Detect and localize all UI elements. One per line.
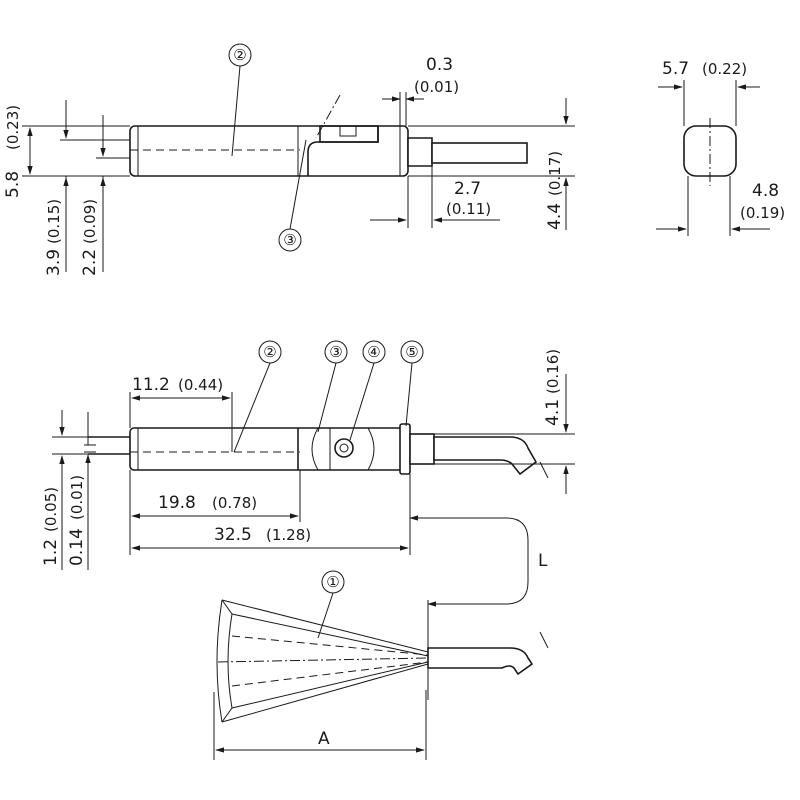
top-dim-3-9-in: (0.15) [45, 199, 63, 244]
top-cable [431, 142, 528, 164]
side-clamp-screw [334, 438, 354, 458]
side-dim-1-2-mm: 1.2 [41, 539, 61, 566]
side-callout-4: ④ [367, 343, 380, 361]
detection-cable [427, 647, 534, 676]
side-dim-11-2-in: (0.44) [178, 376, 223, 394]
top-dim-2-7-in: (0.11) [446, 200, 491, 218]
top-dim-5-8-mm: 5.8 [3, 171, 23, 198]
side-dim-4-1-in: (0.16) [544, 349, 562, 394]
top-dim-0-3-in: (0.01) [414, 78, 459, 96]
top-dim-2-2-in: (0.09) [81, 199, 99, 244]
side-sensor-housing [129, 427, 409, 471]
side-dim-0-14-mm: 0.14 [67, 528, 87, 566]
top-dim-4-4-mm: 4.4 [545, 203, 565, 230]
top-dim-2-2-mm: 2.2 [80, 249, 100, 276]
top-callout-2: ② [233, 46, 246, 64]
end-dim-5-7-mm: 5.7 [662, 59, 689, 79]
top-strain-relief [407, 137, 433, 167]
side-dim-19-8-in: (0.78) [212, 494, 257, 512]
side-dim-19-8-mm: 19.8 [158, 493, 196, 513]
detection-beam-cone [221, 599, 429, 657]
end-view: 5.7 (0.22) 4.8 (0.19) [656, 59, 785, 236]
end-dim-4-8-in: (0.19) [740, 204, 785, 222]
end-dim-4-8-mm: 4.8 [752, 181, 779, 201]
top-callout-3: ③ [283, 231, 296, 249]
side-cable-nut [399, 423, 411, 475]
top-sensor-housing [129, 125, 409, 177]
top-dim-2-7-mm: 2.7 [454, 179, 481, 199]
end-dim-5-7-in: (0.22) [702, 60, 747, 78]
top-view: ② ③ 0.3 (0.01) 5.8 (0.23) 3.9 (0.15) 2.2… [3, 43, 575, 276]
side-cable [433, 436, 538, 476]
top-dim-3-9-mm: 3.9 [44, 249, 64, 276]
side-dim-4-1-mm: 4.1 [543, 399, 563, 426]
side-dim-32-5-mm: 32.5 [214, 525, 252, 545]
detection-callout-1: ① [326, 573, 339, 591]
side-dim-1-2-in: (0.05) [42, 487, 60, 532]
cable-length-label: L [538, 551, 548, 571]
side-dim-11-2-mm: 11.2 [132, 375, 170, 395]
top-dim-4-4-in: (0.17) [546, 151, 564, 196]
top-dim-0-3-mm: 0.3 [426, 55, 453, 75]
side-dim-0-14-in: (0.01) [68, 475, 86, 520]
detection-view: ① A [213, 570, 549, 760]
side-callout-3: ③ [329, 343, 342, 361]
side-callout-5: ⑤ [405, 343, 418, 361]
detection-dim-A: A [318, 729, 330, 749]
top-dim-5-8-in: (0.23) [4, 105, 22, 150]
side-view: ② ③ ④ ⑤ 11.2 (0.44) 19.8 (0.78) 32.5 (1.… [41, 340, 575, 607]
top-mounting-slot [319, 125, 379, 143]
side-dim-32-5-in: (1.28) [266, 526, 311, 544]
side-callout-2: ② [263, 343, 276, 361]
